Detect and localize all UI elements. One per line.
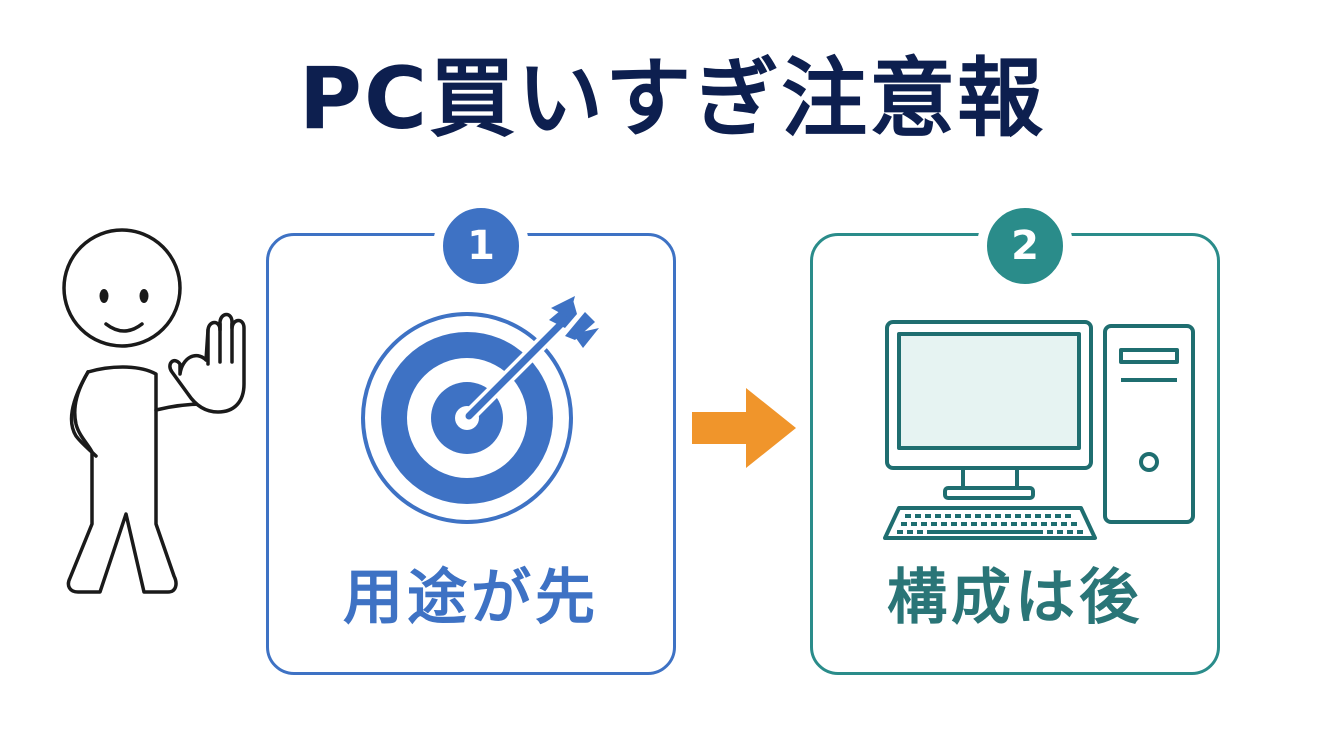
step-label: 構成は後 xyxy=(887,563,1143,633)
page-title: PC買いすぎ注意報 xyxy=(298,49,1046,149)
target-arrow-icon xyxy=(361,296,599,524)
step-number-badge: 1 xyxy=(433,198,529,294)
stop-hand-person-icon xyxy=(62,228,246,594)
desktop-computer-icon xyxy=(883,320,1195,540)
step-card-2: 2 構成は後 xyxy=(810,198,1220,675)
step-card-1: 1 用途が先 xyxy=(266,198,676,675)
step-label: 用途が先 xyxy=(343,563,599,633)
arrow-right-icon xyxy=(692,388,796,468)
step-number-badge: 2 xyxy=(977,198,1073,294)
